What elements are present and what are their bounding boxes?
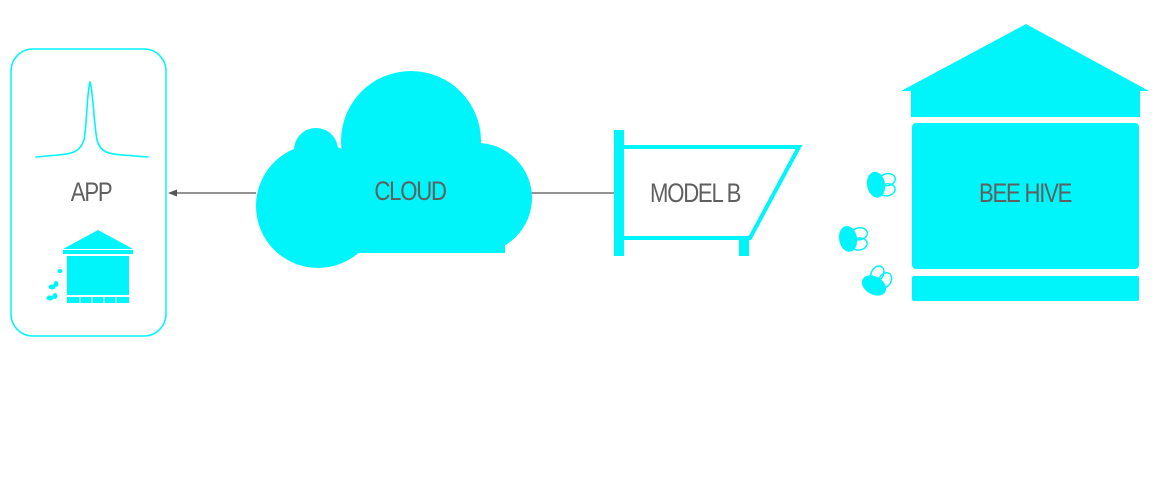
bee-icon [838,225,869,252]
connector-cloud-to-app [168,189,256,197]
mini-bee-icon [46,269,63,301]
model-b-label: MODEL B [650,179,741,209]
mini-hive-icon [63,230,133,303]
bee-icon [861,265,893,296]
cloud-node: CLOUD [256,71,532,268]
cloud-label: CLOUD [374,177,446,207]
bee-icon [866,171,897,198]
bee-swarm [838,171,897,296]
app-label: APP [71,178,112,208]
app-panel-frame [10,48,167,337]
hive-body [912,123,1139,269]
cloud-icon [256,71,532,268]
hive-roof-base [911,91,1140,117]
bee-hive-label: BEE HIVE [979,179,1072,209]
hive-base [912,276,1139,301]
waveform-icon [35,81,149,158]
hive-roof [901,24,1149,91]
app-node: APP [10,48,167,337]
signpost-icon [614,130,803,256]
model-b-node: MODEL B [614,130,803,256]
hive-icon [901,24,1149,301]
arrowhead-icon [168,189,177,197]
bee-hive-node: BEE HIVE [901,24,1149,301]
